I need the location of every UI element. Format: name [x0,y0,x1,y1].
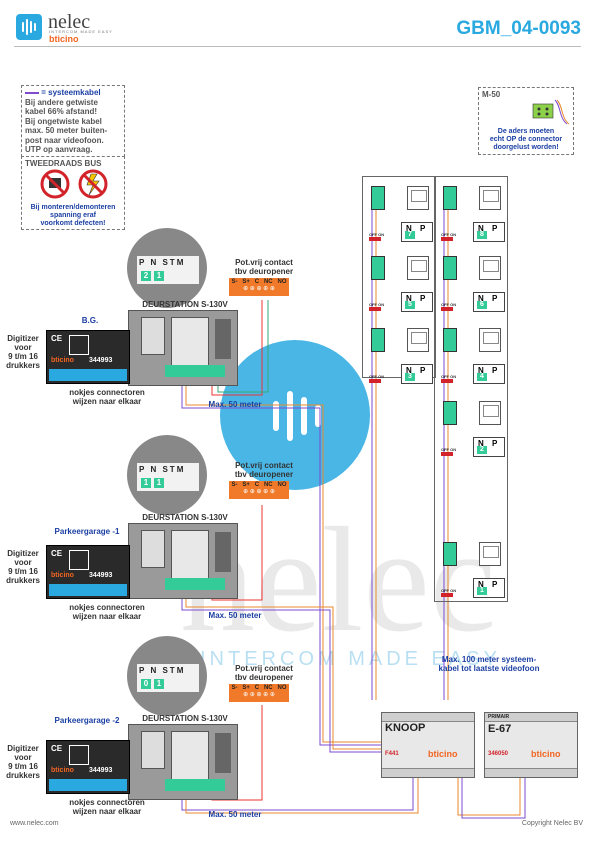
power-brand: bticino [531,749,561,759]
footer-copyright: Copyright Nelec BV [521,820,583,827]
brand-tagline: INTERCOM MADE EASY [49,29,113,34]
station-location: Parkeergarage -2 [54,716,120,725]
knoop-brand: bticino [428,749,458,759]
digitizer-module: CE bticino 344993 [46,740,130,794]
bticino-logo: bticino [49,34,79,44]
dip-switch[interactable]: 1 [154,271,164,281]
power-supply-module: PRIMAIR E-67 346050 bticino [484,712,578,778]
door-panel [128,523,238,599]
station-location: B.G. [81,316,99,325]
cable-legend: = systeemkabel [25,88,121,98]
m50-connector-icon [532,99,570,125]
dip-switch[interactable]: 1 [141,478,151,488]
bus-title: TWEEDRAADS BUS [25,159,102,168]
door-panel [128,310,238,386]
digitizer-code: 344993 [89,767,113,774]
cable-note-line: Bij ongetwiste kabel [25,116,102,126]
dip-switch[interactable]: 0 [141,679,151,689]
station-label: DEURSTATION S-130V [142,714,228,723]
terminal-zoom: P N STM 0 1 [127,636,207,716]
cable-note-line: kabel 66% afstand! [25,107,98,116]
digitizer-code: 344993 [89,357,113,364]
monitor-riser [362,176,508,602]
power-title: E-67 [488,723,512,735]
cable-note-line: post naar videofoon. [25,135,104,145]
knoop-code: F441 [385,751,399,757]
brand-name: nelec [48,11,91,33]
m50-title: M-50 [482,90,501,99]
terminal-labels: P N STM [139,465,186,474]
digitizer-module: CE bticino 344993 [46,545,130,599]
power-code: 346050 [488,751,509,757]
digitizer-brand: bticino [51,767,74,774]
terminal-labels: P N STM [139,258,186,267]
no-power-icon [40,169,108,198]
dip-switch[interactable]: 1 [154,478,164,488]
terminal-labels: P N STM [139,666,186,675]
digitizer-brand: bticino [51,572,74,579]
max-system-label: Max. 100 meter systeem-kabel tot laatste… [438,655,540,673]
header-divider [14,46,581,47]
watermark-tagline: INTERCOM MADE EASY [200,648,501,670]
terminal-zoom: P N STM 2 1 [127,228,207,308]
dip-switch[interactable]: 1 [154,679,164,689]
digitizer-brand: bticino [51,357,74,364]
station-location: Parkeergarage -1 [54,527,120,536]
dip-switch[interactable]: 2 [141,271,151,281]
cable-note-line: UTP op aanvraag. [25,145,93,154]
max-distance-label: Max. 50 meter [208,400,262,409]
max-distance-label: Max. 50 meter [208,810,262,819]
cable-note-box: = systeemkabel Bij andere getwiste kabel… [21,85,125,157]
document-id: GBM_04-0093 [456,18,581,39]
cable-note-line: Bij andere getwiste [25,97,98,107]
station-label: DEURSTATION S-130V [142,300,228,309]
power-primair: PRIMAIR [488,714,510,720]
digitizer-module: CE bticino 344993 [46,330,130,384]
knoop-title: KNOOP [385,722,426,734]
footer-website: www.nelec.com [10,820,59,827]
station-label: DEURSTATION S-130V [142,513,228,522]
watermark-circle [220,340,370,490]
max-distance-label: Max. 50 meter [208,611,262,620]
cable-note-line: max. 50 meter buiten- [25,126,108,135]
terminal-zoom: P N STM 1 1 [127,435,207,515]
knoop-module: KNOOP F441 bticino [381,712,475,778]
nelec-logo-icon [16,14,42,40]
digitizer-code: 344993 [89,572,113,579]
door-panel [128,724,238,800]
